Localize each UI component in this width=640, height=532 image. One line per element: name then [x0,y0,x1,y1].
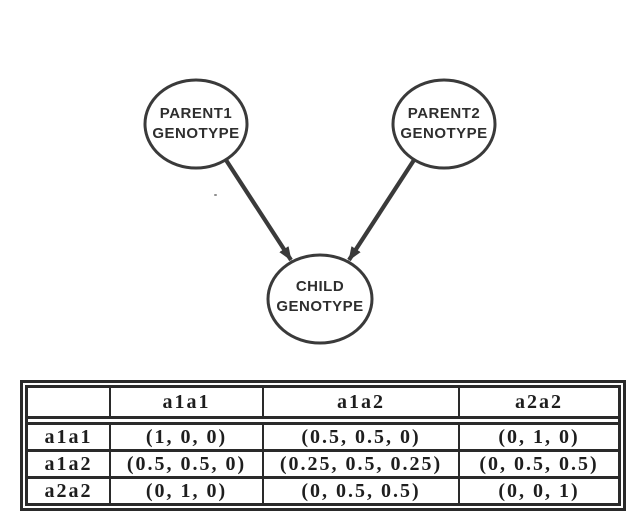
cpt-row-label-a1a1: a1a1 [44,425,93,448]
child-label-line1: CHILD [295,278,345,295]
cpt-header-row: a1a1 a1a2 a2a2 [28,388,618,425]
cpt-col-header-a2a2: a2a2 [458,388,618,425]
cpt-cell: (0.25, 0.5, 0.25) [262,449,459,478]
parent1-label-line2: GENOTYPE [152,125,240,142]
cpt-corner-cell [28,388,110,425]
cpt-row-a2a2: a2a2 (0, 1, 0) (0, 0.5, 0.5) (0, 0, 1) [28,476,618,503]
cpt-row-a1a1: a1a1 (1, 0, 0) (0.5, 0.5, 0) (0, 1, 0) [28,420,618,451]
cpt-row-label-a1a2: a1a2 [28,449,110,478]
cpt-cell: (0, 1, 0) [458,420,618,451]
cpt-col-header-a1a2: a1a2 [262,388,459,425]
parent1-node-label: PARENT1 GENOTYPE [126,104,266,144]
cpt-cell: (0, 0.5, 0.5) [262,476,459,503]
parent1-label-line1: PARENT1 [159,105,233,122]
child-genotype-node [266,253,374,345]
edge-parent1-to-child [224,158,293,262]
parent2-genotype-node [391,78,497,170]
parent2-label-line1: PARENT2 [407,105,481,122]
child-label-line2: GENOTYPE [276,298,364,315]
genotype-cpt-table-frame: a1a1 a1a2 a2a2 a1a1 (1, 0, 0) (0.5, 0.5,… [20,380,626,511]
cpt-cell: (0, 0, 1) [458,476,618,503]
genotype-network-diagram [143,78,497,345]
scan-speck-artifact [214,194,217,196]
cpt-cell: (0, 0.5, 0.5) [458,449,618,478]
cpt-cell: (0.5, 0.5, 0) [262,420,459,451]
edge-parent2-to-child [347,158,416,262]
cpt-row-a1a2: a1a2 (0.5, 0.5, 0) (0.25, 0.5, 0.25) (0,… [28,449,618,478]
parent2-label-line2: GENOTYPE [400,125,488,142]
cpt-cell: (1, 0, 0) [109,420,263,451]
parent2-node-label: PARENT2 GENOTYPE [374,104,514,144]
cpt-cell: (0.5, 0.5, 0) [109,449,263,478]
cpt-row-label-a2a2: a2a2 [28,476,110,503]
genotype-cpt-table: a1a1 a1a2 a2a2 a1a1 (1, 0, 0) (0.5, 0.5,… [28,388,618,503]
child-node-label: CHILD GENOTYPE [250,277,390,317]
parent1-genotype-node [143,78,249,170]
cpt-cell: (0, 1, 0) [109,476,263,503]
cpt-col-header-a1a1: a1a1 [109,388,263,425]
